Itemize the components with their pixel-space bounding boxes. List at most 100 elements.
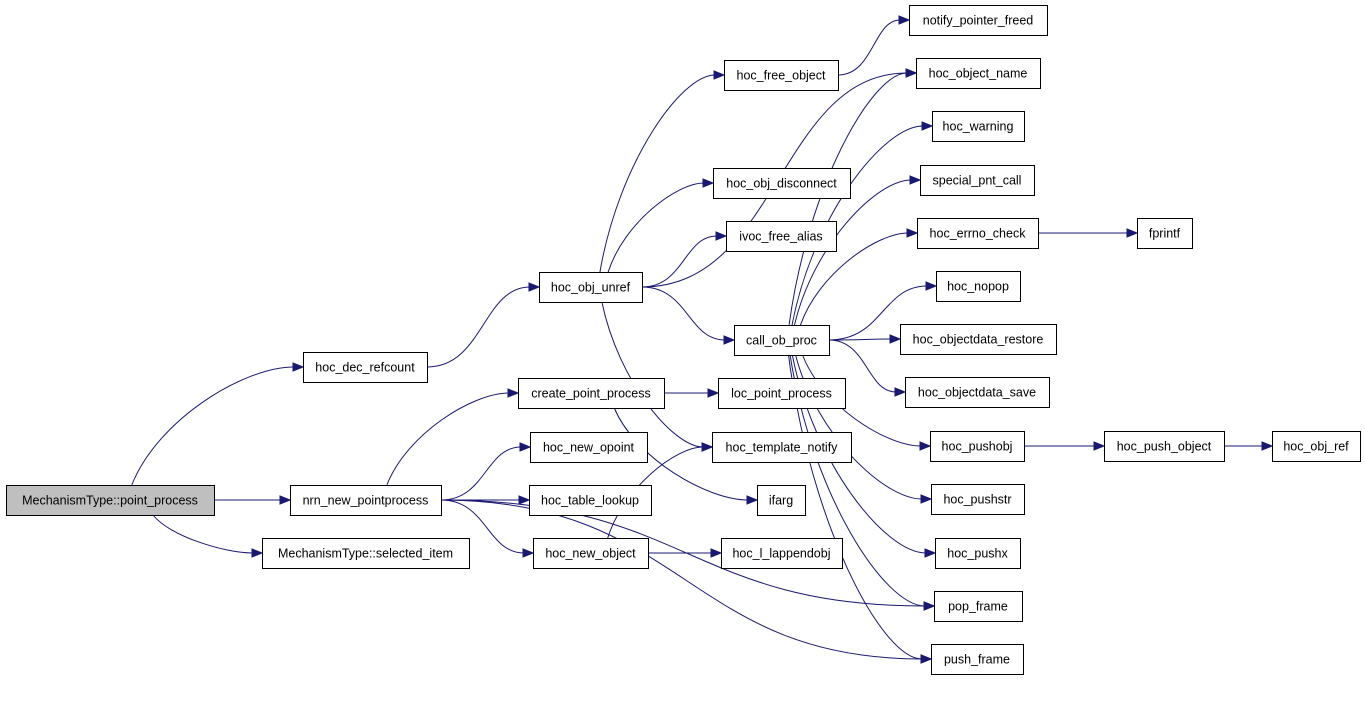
node-box bbox=[917, 218, 1039, 249]
node-box bbox=[713, 168, 851, 199]
edge-nrn_new_pointprocess-to-hoc_new_object bbox=[440, 499, 525, 554]
node-hoc-obj-disconnect[interactable]: hoc_obj_disconnect bbox=[713, 168, 851, 199]
node-hoc-template-notify[interactable]: hoc_template_notify bbox=[712, 432, 852, 463]
node-label: hoc_obj_disconnect bbox=[726, 177, 837, 191]
edge-call_ob_proc-to-hoc_pushobj bbox=[802, 354, 922, 447]
node-label: MechanismType::point_process bbox=[22, 494, 198, 508]
arrowhead-hoc_obj_unref-to-ivoc_free_alias bbox=[715, 231, 728, 241]
edge-call_ob_proc-to-hoc_object_name bbox=[788, 72, 908, 326]
node-label: hoc_new_opoint bbox=[543, 441, 635, 455]
edge-hoc_free_object-to-notify_pointer_freed bbox=[837, 19, 901, 76]
node-box bbox=[303, 352, 428, 383]
edge-hoc_obj_unref-to-hoc_obj_disconnect bbox=[607, 182, 705, 273]
node-hoc-l-lappendobj[interactable]: hoc_l_lappendobj bbox=[721, 538, 843, 569]
node-label: hoc_pushx bbox=[947, 547, 1008, 561]
node-box bbox=[920, 165, 1035, 196]
node-box bbox=[909, 5, 1048, 36]
node-box bbox=[900, 324, 1057, 355]
node-box bbox=[734, 325, 830, 356]
edge-nrn_new_pointprocess-to-create_point_process bbox=[386, 392, 510, 486]
edge-hoc_dec_refcount-to-hoc_obj_unref bbox=[426, 286, 531, 368]
arrowhead-call_ob_proc-to-special_pnt_call bbox=[909, 175, 922, 185]
node-hoc-free-object[interactable]: hoc_free_object bbox=[724, 60, 839, 91]
node-box bbox=[290, 485, 442, 516]
node-call-ob-proc[interactable]: call_ob_proc bbox=[734, 325, 830, 356]
node-hoc-nopop[interactable]: hoc_nopop bbox=[936, 271, 1021, 302]
arrowhead-hoc_push_object-to-hoc_obj_ref bbox=[1261, 441, 1274, 451]
node-push-frame[interactable]: push_frame bbox=[931, 644, 1024, 675]
node-pop-frame[interactable]: pop_frame bbox=[934, 591, 1023, 622]
node-hoc-objectdata-save[interactable]: hoc_objectdata_save bbox=[905, 377, 1050, 408]
node-hoc-pushstr[interactable]: hoc_pushstr bbox=[931, 484, 1025, 515]
node-label: hoc_table_lookup bbox=[541, 494, 639, 508]
node-label: hoc_obj_unref bbox=[551, 281, 631, 295]
node-hoc-objectdata-restore[interactable]: hoc_objectdata_restore bbox=[900, 324, 1057, 355]
node-hoc-push-object[interactable]: hoc_push_object bbox=[1104, 431, 1225, 462]
arrowhead-call_ob_proc-to-hoc_pushx bbox=[924, 548, 937, 558]
arrowhead-create_point_process-to-ifarg bbox=[746, 495, 759, 505]
node-hoc-obj-unref[interactable]: hoc_obj_unref bbox=[539, 272, 643, 303]
node-box bbox=[530, 432, 648, 463]
node-box bbox=[724, 60, 839, 91]
arrowhead-hoc_obj_unref-to-hoc_obj_disconnect bbox=[702, 178, 715, 188]
node-box bbox=[1104, 431, 1225, 462]
edge-hoc_obj_unref-to-hoc_template_notify bbox=[601, 301, 704, 448]
edge-hoc_obj_unref-to-call_ob_proc bbox=[641, 286, 726, 341]
node-fprintf[interactable]: fprintf bbox=[1137, 218, 1193, 249]
arrowhead-hoc_obj_unref-to-hoc_free_object bbox=[713, 70, 726, 80]
node-label: hoc_dec_refcount bbox=[315, 361, 415, 375]
node-label: hoc_obj_ref bbox=[1283, 440, 1349, 454]
node-label: hoc_object_name bbox=[929, 67, 1028, 81]
node-hoc-new-object[interactable]: hoc_new_object bbox=[533, 538, 649, 569]
node-box bbox=[712, 432, 852, 463]
node-hoc-new-opoint[interactable]: hoc_new_opoint bbox=[530, 432, 648, 463]
arrowhead-call_ob_proc-to-hoc_pushobj bbox=[919, 441, 932, 451]
arrowhead-nrn_new_pointprocess-to-create_point_process bbox=[507, 388, 520, 398]
node-label: create_point_process bbox=[531, 387, 651, 401]
node-hoc-warning[interactable]: hoc_warning bbox=[932, 111, 1025, 142]
edge-call_ob_proc-to-special_pnt_call bbox=[793, 179, 912, 326]
node-mt-selected-item[interactable]: MechanismType::selected_item bbox=[262, 538, 470, 569]
edge-nrn_new_pointprocess-to-push_frame bbox=[440, 499, 923, 660]
node-label: hoc_objectdata_save bbox=[918, 386, 1036, 400]
node-hoc-obj-ref[interactable]: hoc_obj_ref bbox=[1272, 431, 1361, 462]
arrowhead-nrn_new_pointprocess-to-hoc_new_opoint bbox=[519, 442, 532, 452]
node-label: hoc_nopop bbox=[947, 280, 1009, 294]
node-hoc-pushx[interactable]: hoc_pushx bbox=[935, 538, 1021, 569]
node-mt-point-process[interactable]: MechanismType::point_process bbox=[6, 485, 215, 516]
edge-call_ob_proc-to-hoc_objectdata_restore bbox=[828, 338, 892, 341]
edge-call_ob_proc-to-hoc_errno_check bbox=[800, 232, 909, 326]
node-label: hoc_pushstr bbox=[943, 493, 1011, 507]
node-box bbox=[539, 272, 643, 303]
node-label: fprintf bbox=[1149, 227, 1181, 241]
node-label: push_frame bbox=[944, 653, 1010, 667]
node-box bbox=[757, 485, 806, 516]
node-label: notify_pointer_freed bbox=[923, 14, 1034, 28]
node-box bbox=[935, 538, 1021, 569]
node-label: hoc_errno_check bbox=[930, 227, 1027, 241]
node-label: ivoc_free_alias bbox=[739, 230, 822, 244]
node-notify-pointer-freed[interactable]: notify_pointer_freed bbox=[909, 5, 1048, 36]
node-label: pop_frame bbox=[948, 600, 1008, 614]
node-hoc-table-lookup[interactable]: hoc_table_lookup bbox=[529, 485, 652, 516]
node-nrn-new-pointprocess[interactable]: nrn_new_pointprocess bbox=[290, 485, 442, 516]
node-loc-point-process[interactable]: loc_point_process bbox=[718, 378, 846, 409]
node-hoc-object-name[interactable]: hoc_object_name bbox=[916, 58, 1041, 89]
arrowhead-call_ob_proc-to-hoc_object_name bbox=[905, 68, 918, 78]
node-hoc-pushobj[interactable]: hoc_pushobj bbox=[930, 431, 1025, 462]
arrowhead-call_ob_proc-to-hoc_warning bbox=[921, 121, 934, 131]
edge-hoc_obj_unref-to-ivoc_free_alias bbox=[641, 235, 718, 288]
arrowhead-hoc_free_object-to-notify_pointer_freed bbox=[898, 15, 911, 25]
node-create-point-process[interactable]: create_point_process bbox=[518, 378, 665, 409]
node-special-pnt-call[interactable]: special_pnt_call bbox=[920, 165, 1035, 196]
arrowhead-hoc_pushobj-to-hoc_push_object bbox=[1093, 441, 1106, 451]
node-label: MechanismType::selected_item bbox=[278, 547, 453, 561]
node-label: hoc_new_object bbox=[545, 547, 636, 561]
arrowhead-hoc_obj_unref-to-call_ob_proc bbox=[723, 335, 736, 345]
node-hoc-dec-refcount[interactable]: hoc_dec_refcount bbox=[303, 352, 428, 383]
node-box bbox=[518, 378, 665, 409]
node-hoc-errno-check[interactable]: hoc_errno_check bbox=[917, 218, 1039, 249]
node-ivoc-free-alias[interactable]: ivoc_free_alias bbox=[726, 221, 837, 252]
arrowhead-mt_point_process-to-nrn_new_pointprocess bbox=[279, 495, 292, 505]
node-ifarg[interactable]: ifarg bbox=[757, 485, 806, 516]
